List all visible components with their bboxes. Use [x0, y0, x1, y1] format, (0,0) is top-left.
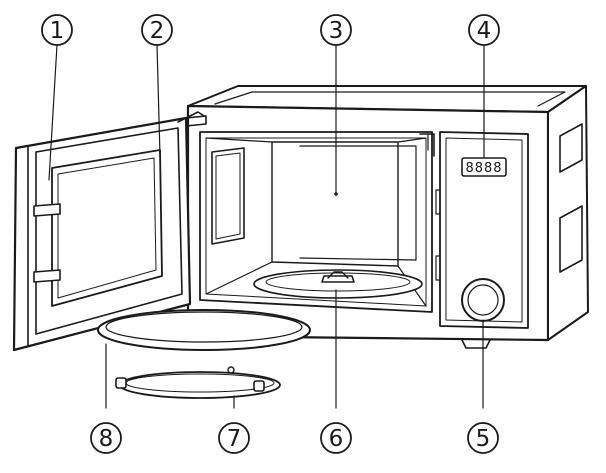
control-knob[interactable] [461, 278, 505, 322]
callout-4-label: 4 [477, 18, 492, 44]
callout-5-label: 5 [476, 426, 491, 452]
callout-7: 7 [218, 422, 250, 454]
glass-tray [97, 309, 311, 351]
callout-2-label: 2 [150, 18, 165, 44]
callout-3: 3 [320, 14, 352, 46]
callout-8: 8 [90, 422, 122, 454]
callout-1-label: 1 [50, 18, 65, 44]
leader-lines [48, 44, 485, 409]
door-assembly [12, 111, 205, 352]
door-latch-bottom [33, 269, 61, 283]
callout-8-label: 8 [99, 426, 114, 452]
callout-6: 6 [320, 422, 352, 454]
callouts: 1 2 3 4 5 6 7 8 [41, 14, 500, 454]
turntable-inside [253, 269, 423, 299]
roller-ring [115, 366, 281, 399]
callout-3-label: 3 [329, 18, 344, 44]
oven-cavity [185, 115, 435, 313]
callout-1: 1 [41, 14, 73, 46]
callout-6-label: 6 [329, 426, 344, 452]
callout-2: 2 [141, 14, 173, 46]
callout-7-label: 7 [227, 426, 242, 452]
callout-4: 4 [468, 14, 500, 46]
callout-5: 5 [467, 422, 499, 454]
door-latch-top [33, 203, 61, 217]
display-digits: 8888 [465, 161, 502, 176]
control-panel: 8888 [435, 131, 529, 329]
